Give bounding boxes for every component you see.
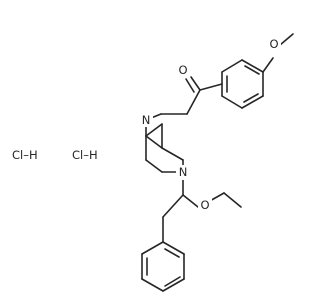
methoxy-oxygen-label: O bbox=[269, 37, 278, 51]
piperazine-nitrogen-bottom-label: N bbox=[179, 165, 188, 179]
hcl-salt-label-1: Cl–H bbox=[12, 148, 38, 162]
carbonyl-oxygen-label: O bbox=[178, 63, 187, 77]
methoxy-group bbox=[262, 33, 294, 73]
atom-labels: O O N N O bbox=[139, 37, 281, 213]
salt-labels: Cl–H Cl–H bbox=[12, 148, 98, 162]
piperazine-ring bbox=[145, 119, 184, 173]
methoxyphenyl-ring bbox=[221, 59, 264, 109]
ethoxy-oxygen-label: O bbox=[200, 198, 209, 212]
molecule-diagram: O O N N O Cl–H Cl–H bbox=[12, 33, 294, 292]
propyl-chain bbox=[145, 89, 201, 121]
phenyl-ring bbox=[141, 216, 185, 292]
ketone-group bbox=[185, 76, 223, 93]
piperazine-nitrogen-top-label: N bbox=[142, 113, 151, 127]
hcl-salt-label-2: Cl–H bbox=[72, 148, 98, 162]
